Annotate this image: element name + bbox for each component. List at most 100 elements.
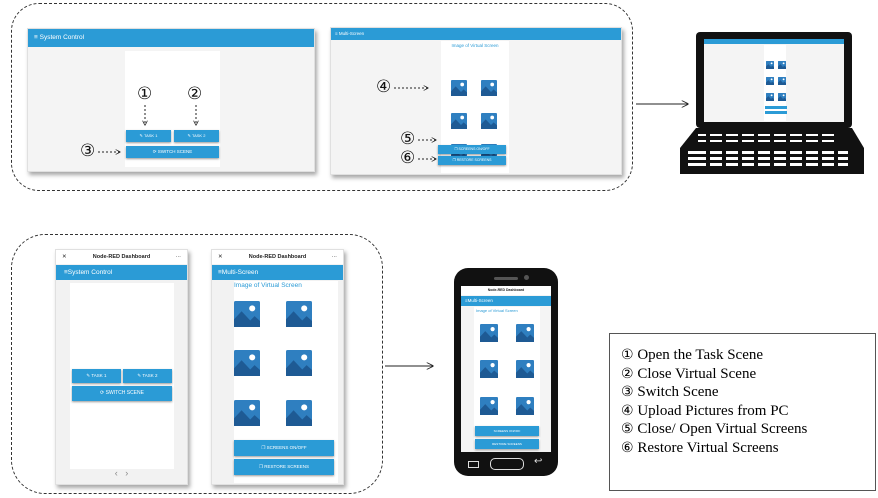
refresh-icon: ⟳ bbox=[152, 149, 158, 154]
smartphone-icon: Node-RED Dashboard ≡ Multi-Screen Image … bbox=[454, 268, 558, 476]
desktop-task1-button[interactable]: ✎ TASK 1 bbox=[126, 130, 171, 142]
restore-icon: ❐ bbox=[452, 158, 457, 162]
mobile-task1-label: TASK 1 bbox=[91, 373, 107, 378]
mobile-dashboard-header: ✕ Node-RED Dashboard ··· bbox=[212, 250, 343, 264]
legend-item: ⑥ Restore Virtual Screens bbox=[621, 439, 875, 458]
image-icon[interactable] bbox=[286, 301, 312, 327]
hamburger-icon[interactable]: ≡ bbox=[34, 34, 38, 41]
pencil-icon: ✎ bbox=[187, 133, 192, 138]
phone-restore-screens-button: RESTORE SCREENS bbox=[475, 439, 539, 449]
legend-text: Close/ Open Virtual Screens bbox=[637, 421, 808, 437]
image-icon[interactable] bbox=[234, 400, 260, 426]
legend-num: ③ bbox=[621, 384, 634, 400]
more-icon[interactable]: ··· bbox=[175, 254, 182, 260]
image-icon bbox=[480, 324, 498, 342]
image-icon bbox=[480, 397, 498, 415]
marker-1: ① bbox=[137, 84, 153, 104]
mobile-nav-arrows[interactable]: ‹ › bbox=[114, 468, 129, 478]
phone-screen: Node-RED Dashboard ≡ Multi-Screen Image … bbox=[461, 286, 551, 452]
image-icon[interactable] bbox=[481, 80, 497, 96]
desktop-multi-screen-panel: ≡ Multi-Screen Image of Virtual Screen ❐… bbox=[330, 27, 622, 175]
mobile-dashboard-title: Node-RED Dashboard bbox=[92, 254, 151, 260]
mobile-switch-scene-button[interactable]: ⟳ SWITCH SCENE bbox=[72, 386, 172, 401]
image-icon bbox=[778, 61, 786, 69]
mobile-task1-button[interactable]: ✎ TASK 1 bbox=[72, 369, 121, 383]
desktop-group-frame bbox=[11, 3, 633, 191]
screens-toggle-icon: ❐ bbox=[454, 147, 459, 151]
laptop-screens-button bbox=[765, 106, 787, 109]
desktop-switch-scene-label: SWITCH SCENE bbox=[157, 149, 193, 154]
phone-multi-screen-title: Multi-Screen bbox=[467, 298, 493, 303]
legend-num: ④ bbox=[621, 402, 634, 419]
desktop-multi-screen-title: Multi-Screen bbox=[338, 31, 365, 36]
restore-icon: ❐ bbox=[259, 464, 265, 469]
mobile-group-frame bbox=[11, 234, 383, 494]
mobile-screens-toggle-label: SCREENS ON/OFF bbox=[266, 445, 307, 450]
mobile-screens-toggle-button[interactable]: ❐ SCREENS ON/OFF bbox=[234, 440, 334, 456]
image-icon[interactable] bbox=[286, 400, 312, 426]
phone-dashboard-title: Node-RED Dashboard bbox=[487, 288, 525, 292]
image-icon[interactable] bbox=[234, 301, 260, 327]
phone-multi-screen-header: ≡ Multi-Screen bbox=[461, 296, 551, 306]
desktop-system-control-title: System Control bbox=[39, 34, 85, 41]
desktop-restore-screens-label: RESTORE SCREENS bbox=[456, 158, 492, 162]
close-icon[interactable]: ✕ bbox=[218, 254, 223, 260]
phone-home-button bbox=[490, 458, 524, 470]
image-icon[interactable] bbox=[481, 113, 497, 129]
image-icon bbox=[778, 93, 786, 101]
mobile-multi-screen-title: Multi-Screen bbox=[221, 269, 259, 276]
mobile-task2-button[interactable]: ✎ TASK 2 bbox=[123, 369, 172, 383]
mobile-dashboard-header: ✕ Node-RED Dashboard ··· bbox=[56, 250, 187, 264]
legend-box: ① Open the Task Scene ② Close Virtual Sc… bbox=[609, 333, 876, 491]
close-icon[interactable]: ✕ bbox=[62, 254, 67, 260]
mobile-switch-scene-label: SWITCH SCENE bbox=[105, 390, 144, 396]
desktop-image-of-virtual-screen-label: Image of Virtual Screen bbox=[451, 43, 499, 48]
image-icon[interactable] bbox=[451, 80, 467, 96]
legend-item: ② Close Virtual Scene bbox=[621, 365, 875, 384]
marker-3: ③ bbox=[80, 141, 96, 161]
phone-dashboard-header: Node-RED Dashboard bbox=[461, 286, 551, 295]
mobile-multi-screen-header: ≡ Multi-Screen bbox=[212, 265, 343, 280]
desktop-task2-button[interactable]: ✎ TASK 2 bbox=[174, 130, 219, 142]
mobile-system-control-header: ≡ System Control bbox=[56, 265, 187, 280]
image-icon bbox=[516, 397, 534, 415]
desktop-restore-screens-button[interactable]: ❐ RESTORE SCREENS bbox=[438, 156, 506, 165]
desktop-screens-toggle-label: SCREENS ON/OFF bbox=[458, 147, 490, 151]
pencil-icon: ✎ bbox=[137, 373, 143, 378]
mobile-system-control-panel: ✕ Node-RED Dashboard ··· ≡ System Contro… bbox=[55, 249, 188, 485]
legend-item: ③ Switch Scene bbox=[621, 383, 875, 402]
legend-num: ② bbox=[621, 365, 634, 382]
mobile-system-control-title: System Control bbox=[67, 269, 113, 276]
hamburger-icon[interactable]: ≡ bbox=[64, 269, 68, 276]
hamburger-icon[interactable]: ≡ bbox=[218, 269, 222, 276]
image-icon bbox=[766, 93, 774, 101]
mobile-restore-screens-button[interactable]: ❐ RESTORE SCREENS bbox=[234, 459, 334, 475]
image-icon bbox=[516, 324, 534, 342]
mobile-task2-label: TASK 2 bbox=[142, 373, 158, 378]
phone-restore-screens-label: RESTORE SCREENS bbox=[492, 442, 522, 446]
legend-item: ④ Upload Pictures from PC bbox=[621, 402, 875, 421]
desktop-task2-label: TASK 2 bbox=[191, 133, 206, 138]
image-icon[interactable] bbox=[451, 113, 467, 129]
legend-text: Restore Virtual Screens bbox=[637, 439, 779, 456]
mobile-dashboard-title: Node-RED Dashboard bbox=[248, 254, 307, 260]
image-icon[interactable] bbox=[234, 350, 260, 376]
legend-num: ① bbox=[621, 347, 634, 363]
marker-5: ⑤ bbox=[400, 129, 416, 149]
phone-screens-toggle-label: SCREENS ON/OFF bbox=[493, 429, 521, 433]
desktop-switch-scene-button[interactable]: ⟳ SWITCH SCENE bbox=[126, 146, 219, 158]
more-icon[interactable]: ··· bbox=[331, 254, 338, 260]
desktop-screens-toggle-button[interactable]: ❐ SCREENS ON/OFF bbox=[438, 145, 506, 154]
legend-num: ⑥ bbox=[621, 439, 634, 456]
legend-text: Open the Task Scene bbox=[637, 347, 764, 363]
screens-toggle-icon: ❐ bbox=[261, 445, 267, 450]
refresh-icon: ⟳ bbox=[100, 390, 106, 396]
image-icon[interactable] bbox=[286, 350, 312, 376]
pencil-icon: ✎ bbox=[139, 133, 144, 138]
hamburger-icon[interactable]: ≡ bbox=[335, 31, 338, 36]
desktop-task1-label: TASK 1 bbox=[143, 133, 158, 138]
legend-text: Close Virtual Scene bbox=[637, 365, 757, 382]
laptop-icon bbox=[680, 32, 864, 174]
image-icon bbox=[778, 77, 786, 85]
mobile-multi-screen-panel: ✕ Node-RED Dashboard ··· ≡ Multi-Screen … bbox=[211, 249, 344, 485]
